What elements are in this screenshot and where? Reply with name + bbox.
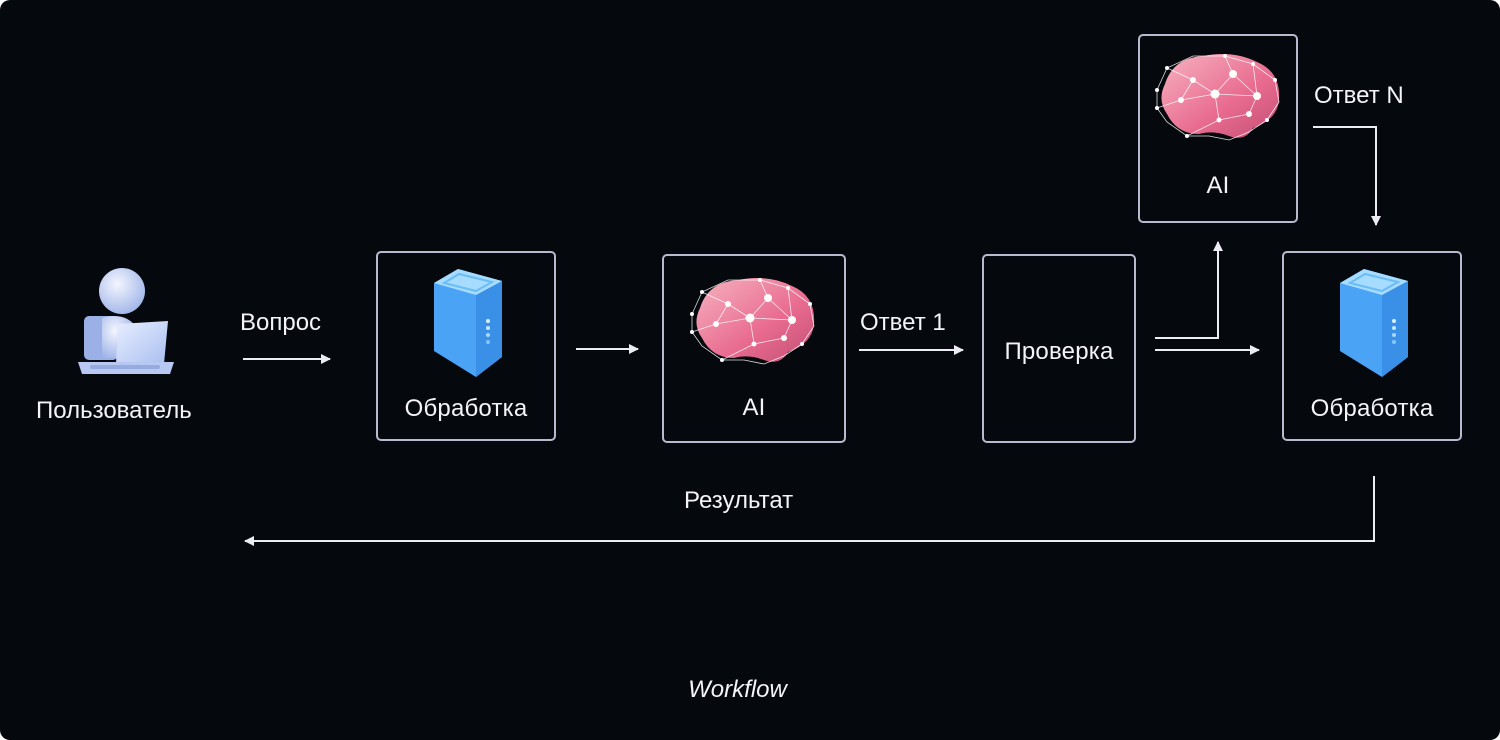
arrow-result	[244, 476, 1375, 546]
processing-1-label: Обработка	[404, 395, 528, 422]
edge-label-answer-1: Ответ 1	[860, 309, 946, 336]
server-icon	[434, 269, 502, 377]
check-label: Проверка	[1004, 338, 1114, 365]
processing-2-label: Обработка	[1310, 395, 1434, 422]
brain-icon	[690, 278, 815, 365]
arrow-to-ai-n	[1155, 241, 1223, 339]
node-processing-1: Обработка	[376, 251, 556, 441]
ai-n-label: AI	[1206, 172, 1230, 199]
user-label: Пользователь	[36, 397, 192, 424]
arrow-answer-n	[1313, 126, 1381, 226]
diagram-caption: Workflow	[688, 676, 787, 703]
node-ai-1: AI	[662, 254, 846, 443]
node-check: Проверка	[982, 254, 1136, 443]
user-laptop-icon	[78, 268, 174, 374]
node-processing-2: Обработка	[1282, 251, 1462, 441]
node-ai-n: AI	[1138, 34, 1298, 223]
edge-label-result: Результат	[684, 487, 794, 514]
ai-1-label: AI	[742, 394, 766, 421]
edge-label-question: Вопрос	[240, 309, 322, 336]
server-icon	[1340, 269, 1408, 377]
brain-icon	[1155, 54, 1280, 141]
edge-label-answer-n: Ответ N	[1314, 82, 1404, 109]
